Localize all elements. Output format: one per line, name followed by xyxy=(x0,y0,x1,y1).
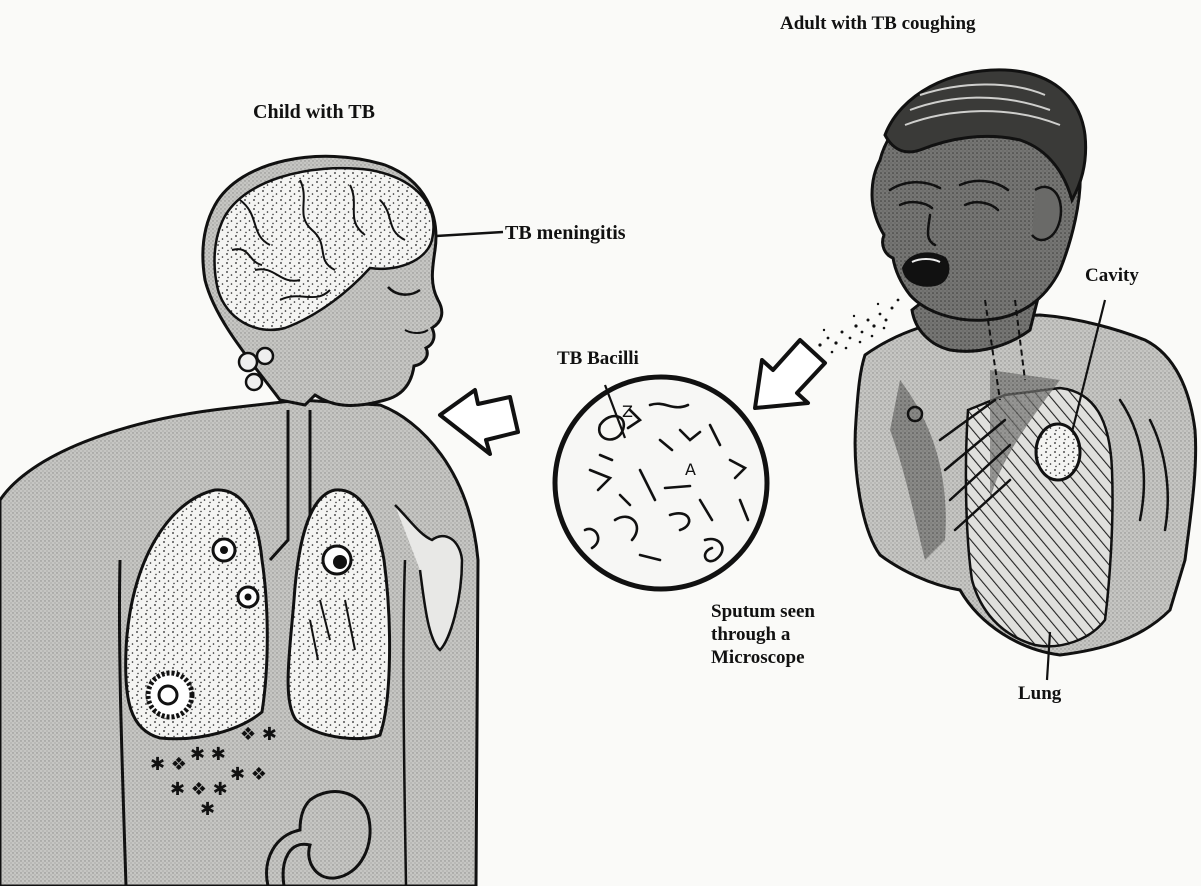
microscope-view: A Z xyxy=(555,377,767,589)
arrow-to-child xyxy=(440,390,518,454)
adult-label: Adult with TB coughing xyxy=(780,13,976,35)
meningitis-pointer xyxy=(436,232,503,236)
bacilli-label: TB Bacilli xyxy=(557,348,639,370)
svg-text:✱: ✱ xyxy=(200,799,215,820)
meningitis-label: TB meningitis xyxy=(505,222,626,245)
child-figure: ✱ ❖ ✱ ✱ ❖ ✱ ✱ ❖ ✱ ✱ ❖ ✱ xyxy=(0,156,478,886)
svg-text:✱ ❖: ✱ ❖ xyxy=(230,764,267,785)
lung-label: Lung xyxy=(1018,683,1061,705)
child-label: Child with TB xyxy=(253,101,375,124)
sputum-label-line-2: through a xyxy=(711,623,815,646)
adult-lung-cavity xyxy=(1036,424,1080,480)
arrow-from-adult xyxy=(755,340,825,408)
svg-text:✱ ✱: ✱ ✱ xyxy=(190,744,226,765)
adult-figure xyxy=(855,70,1196,655)
cavity-label: Cavity xyxy=(1085,265,1139,287)
svg-text:A: A xyxy=(685,460,696,479)
svg-text:❖ ✱: ❖ ✱ xyxy=(240,724,277,745)
sputum-label: Sputum seen through a Microscope xyxy=(711,600,815,670)
adult-lung xyxy=(966,388,1113,646)
svg-text:✱ ❖ ✱: ✱ ❖ ✱ xyxy=(170,779,228,800)
svg-text:Z: Z xyxy=(622,402,633,421)
svg-text:✱ ❖: ✱ ❖ xyxy=(150,754,187,775)
sputum-label-line-3: Microscope xyxy=(711,646,815,669)
sputum-label-line-1: Sputum seen xyxy=(711,600,815,623)
